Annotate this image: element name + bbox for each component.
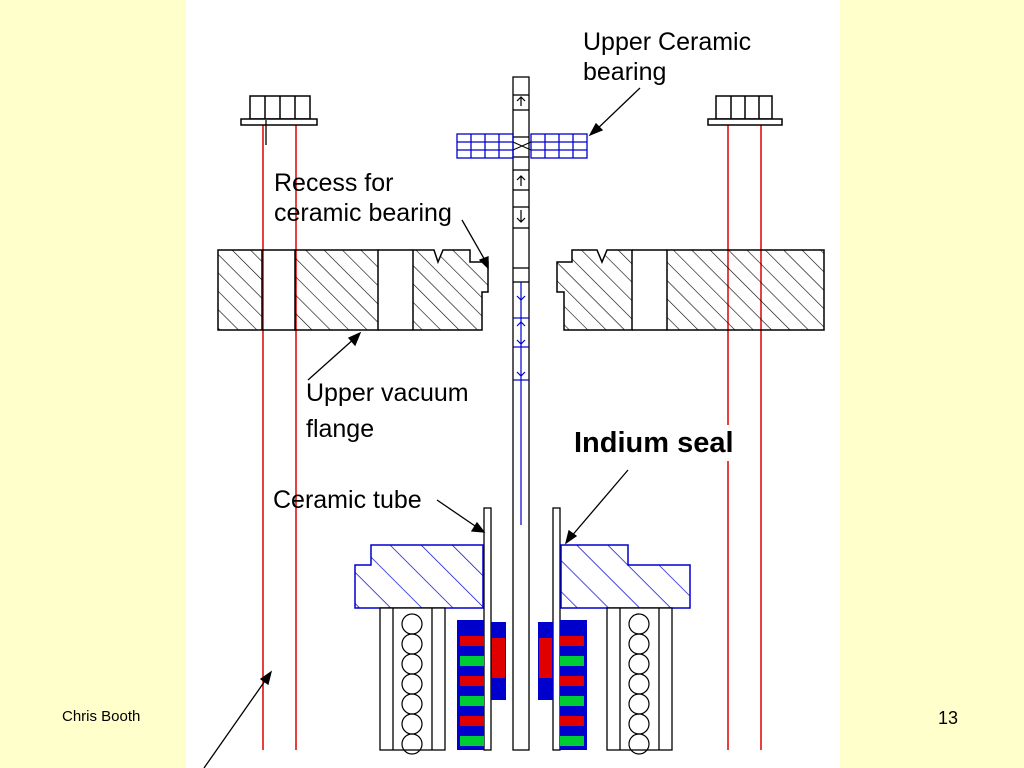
page-number: 13 xyxy=(938,708,959,728)
coil-housing-right xyxy=(606,607,673,751)
label-recess-line1: Recess for xyxy=(274,169,394,197)
upper-vacuum-flange-left xyxy=(217,249,489,331)
label-upper-ceramic-bearing: Upper Ceramic bearing xyxy=(583,27,751,87)
shaft-arrows xyxy=(516,96,526,223)
coil-housing-left xyxy=(379,607,446,751)
label-ceramic-tube: Ceramic tube xyxy=(273,486,422,514)
label-recess: Recess for ceramic bearing xyxy=(274,168,452,228)
label-upper-ceramic-bearing-line1: Upper Ceramic xyxy=(583,28,752,56)
left-nut xyxy=(240,95,318,126)
lower-flange xyxy=(354,544,691,609)
footer-author: Chris Booth xyxy=(62,708,141,725)
label-upper-vacuum-flange-line1: Upper vacuum xyxy=(306,379,469,407)
coil-windings xyxy=(401,613,650,755)
label-indium-seal: Indium seal xyxy=(566,425,742,461)
label-upper-vacuum-flange-line2: flange xyxy=(306,415,375,443)
magnet-stack-left xyxy=(457,620,506,750)
leader-arrows xyxy=(203,87,641,768)
upper-ceramic-bearing xyxy=(456,133,588,159)
upper-vacuum-flange-right xyxy=(556,249,825,331)
magnet-stack-right xyxy=(538,620,587,750)
label-recess-line2: ceramic bearing xyxy=(274,199,452,227)
shaft-blue-marks xyxy=(513,282,529,525)
right-nut xyxy=(707,95,783,126)
label-upper-vacuum-flange: Upper vacuum flange xyxy=(306,375,469,447)
label-upper-ceramic-bearing-line2: bearing xyxy=(583,58,667,86)
